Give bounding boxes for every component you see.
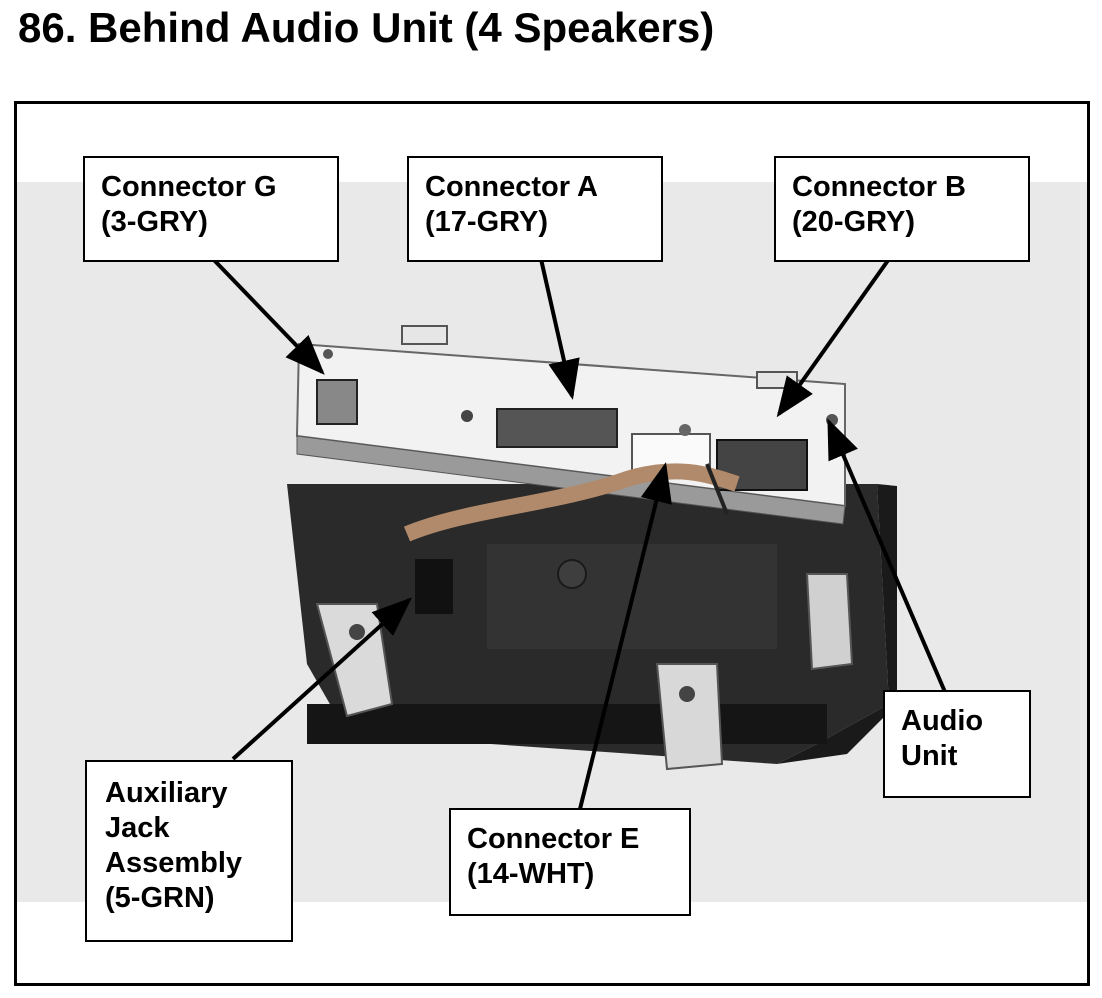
pointer-connector-e [578,462,672,810]
callout-connector-e-name: Connector E [467,823,640,855]
page-title: 86. Behind Audio Unit (4 Speakers) [18,4,715,51]
figure-frame: Connector G (3-GRY) Connector A (17-GRY)… [14,101,1090,986]
callout-audio-unit: Audio Unit [883,690,1031,798]
callout-connector-a-name: Connector A [425,171,598,203]
callout-aux-jack-assembly: Auxiliary Jack Assembly (5-GRN) [85,760,293,942]
callout-connector-e-spec: (14-WHT) [467,858,595,890]
callout-connector-b-name: Connector B [792,171,966,203]
callout-connector-g: Connector G (3-GRY) [83,156,339,262]
callout-audio-unit-line2: Unit [901,740,958,772]
callout-connector-g-spec: (3-GRY) [101,206,208,238]
callout-audio-unit-line1: Audio [901,705,984,737]
pointer-audio-unit [827,418,947,693]
pointer-connector-a [539,258,580,400]
pointer-aux-jack [231,597,412,761]
callout-aux-jack-line4: (5-GRN) [105,882,215,914]
callout-connector-g-name: Connector G [101,171,277,203]
callout-aux-jack-line1: Auxiliary [105,777,228,809]
callout-aux-jack-line2: Jack [105,812,170,844]
callout-connector-b-spec: (20-GRY) [792,206,915,238]
callout-aux-jack-line3: Assembly [105,847,243,879]
callout-connector-e: Connector E (14-WHT) [449,808,691,916]
callout-connector-a: Connector A (17-GRY) [407,156,663,262]
pointer-connector-g [211,257,325,375]
callout-connector-a-spec: (17-GRY) [425,206,548,238]
callout-connector-b: Connector B (20-GRY) [774,156,1030,262]
pointer-connector-b [776,257,891,418]
